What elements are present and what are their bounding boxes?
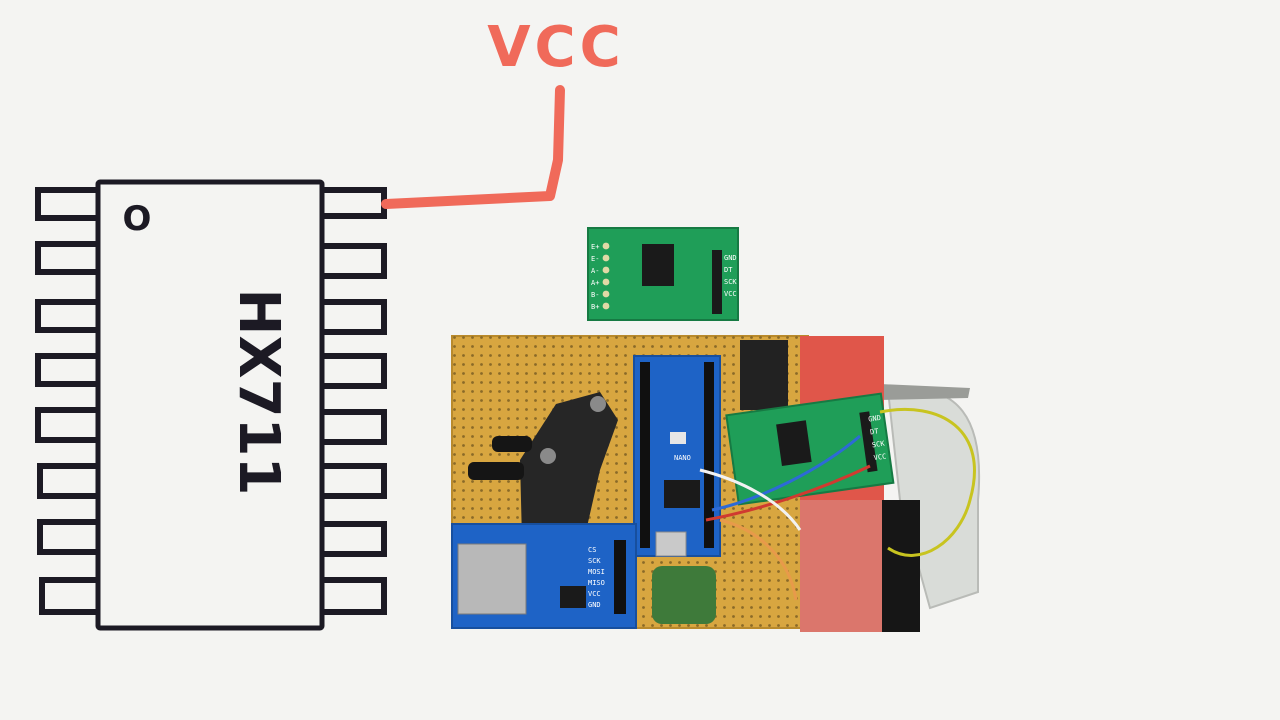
pin-pad [602, 266, 610, 274]
sd-pin-header [614, 540, 626, 614]
chip-pin [35, 353, 98, 387]
module-right-pin-header: GND DT SCK VCC [712, 250, 737, 314]
wire-red [705, 464, 871, 522]
pin-header [859, 411, 878, 473]
sd-pin-labels: CS SCK MOSI MISO VCC GND [588, 546, 605, 609]
pin-label: SCK [588, 557, 601, 565]
nano-label: NANO [674, 454, 691, 462]
chip-pin [322, 463, 387, 499]
pin-pad [602, 290, 610, 298]
pin-label: DT [724, 266, 733, 274]
nano-pin-row [640, 362, 650, 548]
chip-pin [35, 241, 98, 275]
pin-label: MOSI [588, 568, 605, 576]
sensor-port [468, 462, 524, 480]
nano-reset-button [670, 432, 686, 444]
sensor-port [492, 436, 532, 452]
pin-pad [602, 278, 610, 286]
wire-yellow-green [879, 407, 976, 557]
chip-pin [35, 187, 98, 221]
ribbon-fan [880, 384, 970, 400]
pin-label: GND [724, 254, 737, 262]
wire-blue [711, 434, 861, 512]
sd-regulator [560, 586, 586, 608]
chip-body [95, 179, 325, 631]
pin-pad [602, 254, 610, 262]
pin-label: A- [591, 267, 599, 275]
pin-label: B- [591, 291, 599, 299]
pin-label: A+ [591, 279, 599, 287]
wire-white [699, 468, 802, 531]
sensor-screw [540, 448, 556, 464]
female-header [882, 500, 920, 632]
module-chip [642, 244, 674, 286]
pin-label: CS [588, 546, 596, 554]
chip-pin [39, 577, 98, 615]
vcc-wire [381, 85, 565, 209]
assembled-prototype: NANO CS SCK MOSI MISO VCC GND GND DT [451, 335, 981, 632]
pin-pad [602, 302, 610, 310]
pin-label: VCC [588, 590, 601, 598]
sensor-screw [590, 396, 606, 412]
hx711-chip-drawing: O HX711 [35, 179, 387, 631]
nano-chip [664, 480, 700, 508]
chip-pin [322, 353, 387, 389]
chip-pin [322, 243, 387, 279]
chip-pin [322, 577, 387, 615]
chip-label: HX711 [226, 289, 291, 496]
vcc-connection: VCC [381, 15, 625, 209]
chip-left-pins [35, 187, 98, 615]
mounted-hx711-module: GND DT SCK VCC [725, 392, 895, 506]
pin-label: GND [588, 601, 601, 609]
pin-label: B+ [591, 303, 599, 311]
nano-pin-row [704, 362, 714, 548]
module-left-pin-row: E+ E- A- A+ B- B+ [591, 242, 610, 311]
mini-usb-port [655, 531, 687, 557]
pin1-marker: O [123, 199, 152, 239]
vcc-label: VCC [487, 15, 625, 80]
chip-pin [35, 299, 98, 333]
pressure-sensor [520, 392, 618, 560]
capacitor [652, 566, 716, 624]
chip-pin [322, 299, 387, 335]
pin-label: SCK [724, 278, 737, 286]
module-chip [776, 420, 812, 467]
hx711-module: E+ E- A- A+ B- B+ GND DT SCK VCC [587, 227, 739, 321]
pin-label: E- [591, 255, 599, 263]
chip-pin [37, 463, 98, 499]
pin-label: GND [868, 414, 882, 424]
pin-label: DT [870, 427, 880, 436]
chip-pin [322, 521, 387, 557]
pin-label: VCC [873, 452, 887, 462]
sd-card-slot [457, 543, 527, 615]
pin-header [712, 250, 722, 314]
pin-label: VCC [724, 290, 737, 298]
pin-label: MISO [588, 579, 605, 587]
chip-pin [37, 519, 98, 555]
chip-pin [322, 409, 387, 445]
chip-pin [35, 407, 98, 443]
voltage-regulator [740, 340, 788, 410]
pin-pad [602, 242, 610, 250]
pin-label: E+ [591, 243, 599, 251]
red-sleeve-shade [800, 500, 884, 632]
pin-label: SCK [871, 440, 885, 450]
wire-orange [719, 518, 798, 601]
